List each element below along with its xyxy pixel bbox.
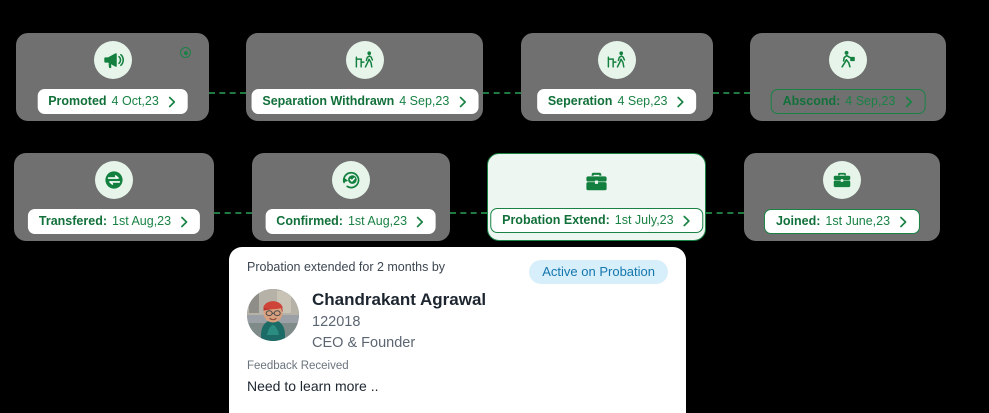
connector-separation-withdrawn-to-seperation: [483, 92, 521, 94]
chevron-right-icon: [416, 216, 425, 228]
pill-label: Promoted: [48, 94, 107, 109]
pill-seperation[interactable]: Seperation 4 Sep,23: [536, 89, 697, 114]
pill-probation-extend[interactable]: Probation Extend: 1st July,23: [490, 208, 704, 233]
timeline-row-1: Promoted 4 Oct,23: [0, 33, 989, 121]
timeline-node-abscond[interactable]: Abscond: 4 Sep,23: [749, 33, 946, 121]
person-role: CEO & Founder: [312, 334, 416, 351]
transfer-arrows-icon: [95, 161, 133, 199]
avatar: [247, 289, 299, 342]
chevron-right-icon: [899, 216, 908, 228]
chevron-right-icon: [168, 96, 177, 108]
feedback-received-text: Need to learn more ..: [247, 378, 379, 395]
pill-promoted[interactable]: Promoted 4 Oct,23: [37, 89, 188, 114]
timeline-node-transfered[interactable]: Transfered: 1st Aug,23: [14, 153, 214, 241]
megaphone-icon: [93, 41, 132, 79]
popup-header: Probation extended for 2 months by Activ…: [247, 260, 668, 285]
pill-separation-withdrawn[interactable]: Separation Withdrawn 4 Sep,23: [251, 89, 479, 114]
check-refresh-icon: [331, 161, 370, 199]
person-employee-id: 122018: [312, 313, 361, 330]
pill-label: Abscond:: [782, 94, 841, 109]
briefcase-icon: [578, 162, 616, 200]
chevron-right-icon: [904, 96, 913, 108]
status-badge: Active on Probation: [529, 260, 668, 285]
person-leaving-desk-icon: [345, 41, 384, 79]
person-leaving-desk-icon: [597, 41, 636, 79]
pill-label: Transfered:: [38, 214, 108, 229]
person-running-with-bag-icon: [828, 41, 867, 79]
pill-confirmed[interactable]: Confirmed: 1st Aug,23: [265, 209, 437, 234]
connector-confirmed-to-probation-extend: [449, 212, 488, 214]
pill-transfered[interactable]: Transfered: 1st Aug,23: [27, 209, 201, 234]
timeline-node-separation-withdrawn[interactable]: Separation Withdrawn 4 Sep,23: [246, 33, 484, 121]
timeline-row-2: Transfered: 1st Aug,23 Confirmed: 1st Au: [0, 153, 989, 241]
pill-label: Seperation: [547, 94, 613, 109]
person-name: Chandrakant Agrawal: [312, 290, 487, 310]
popup-person-block: Chandrakant Agrawal 122018 CEO & Founder: [247, 289, 668, 351]
active-status-dot-icon: [180, 47, 191, 58]
pill-date: 4 Sep,23: [617, 94, 668, 109]
chevron-right-icon: [458, 96, 467, 108]
popup-caption: Probation extended for 2 months by: [247, 260, 446, 274]
connector-seperation-to-abscond: [712, 92, 750, 94]
timeline-node-promoted[interactable]: Promoted 4 Oct,23: [16, 33, 209, 121]
timeline-node-probation-extend[interactable]: Probation Extend: 1st July,23: [487, 153, 707, 241]
connector-promoted-to-separation-withdrawn: [209, 92, 247, 94]
chevron-right-icon: [676, 96, 685, 108]
pill-date: 1st Aug,23: [347, 214, 408, 229]
pill-label: Joined:: [775, 214, 821, 229]
chevron-right-icon: [683, 215, 692, 227]
pill-date: 1st June,23: [825, 214, 891, 229]
pill-label: Separation Withdrawn: [262, 94, 395, 109]
pill-date: 1st Aug,23: [112, 214, 172, 229]
probation-detail-popup: Probation extended for 2 months by Activ…: [229, 247, 686, 413]
timeline-node-seperation[interactable]: Seperation 4 Sep,23: [520, 33, 713, 121]
pill-date: 4 Sep,23: [399, 94, 450, 109]
pill-label: Confirmed:: [276, 214, 343, 229]
person-details: Chandrakant Agrawal 122018 CEO & Founder: [312, 289, 486, 351]
timeline-node-joined[interactable]: Joined: 1st June,23: [744, 153, 941, 241]
pill-abscond[interactable]: Abscond: 4 Sep,23: [770, 89, 926, 114]
briefcase-icon: [823, 161, 862, 199]
feedback-received-label: Feedback Received: [247, 360, 349, 373]
chevron-right-icon: [180, 216, 189, 228]
connector-transfered-to-confirmed: [214, 212, 252, 214]
pill-date: 4 Sep,23: [845, 94, 896, 109]
timeline-node-confirmed[interactable]: Confirmed: 1st Aug,23: [251, 153, 450, 241]
pill-date: 4 Oct,23: [111, 94, 159, 109]
pill-date: 1st July,23: [614, 213, 674, 228]
pill-joined[interactable]: Joined: 1st June,23: [763, 209, 921, 234]
connector-probation-extend-to-joined: [706, 212, 745, 214]
pill-label: Probation Extend:: [502, 213, 610, 228]
